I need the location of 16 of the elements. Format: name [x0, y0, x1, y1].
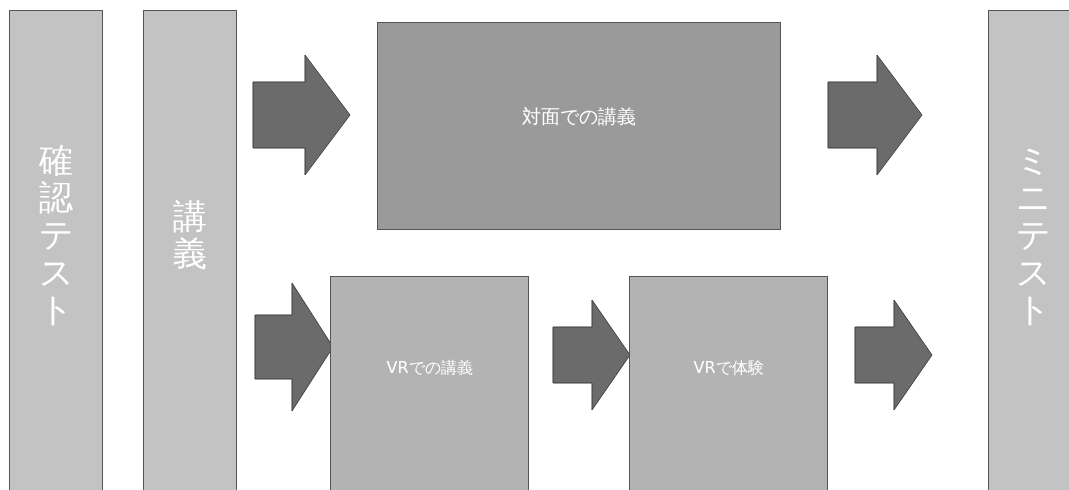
process-box — [377, 22, 781, 230]
box-label: 対面での講義 — [522, 103, 636, 129]
vertical-label: 講義 — [173, 197, 207, 273]
process-box — [629, 276, 828, 490]
vertical-bar — [9, 10, 103, 490]
vertical-bar — [143, 10, 237, 490]
vertical-label: ミニテスト — [1016, 141, 1050, 329]
block-arrow — [552, 299, 631, 411]
box-label: VRで体験 — [693, 357, 764, 379]
vertical-label: 確認テスト — [39, 141, 73, 329]
block-arrow — [854, 299, 933, 411]
block-arrow — [827, 54, 923, 176]
process-box — [330, 276, 529, 490]
block-arrow — [252, 54, 351, 176]
box-label: VRでの講義 — [386, 357, 473, 379]
vertical-bar — [988, 10, 1069, 490]
